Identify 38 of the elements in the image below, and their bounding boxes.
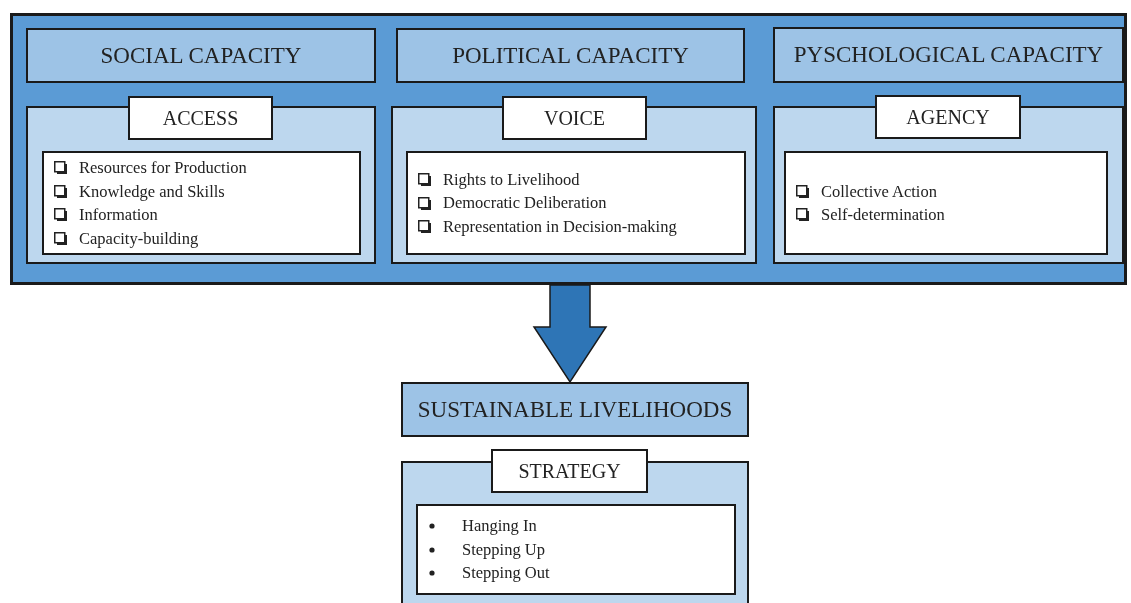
heading-text: POLITICAL CAPACITY: [452, 42, 689, 69]
section-panel: [773, 106, 1124, 264]
tab-label: VOICE: [543, 106, 606, 130]
label-tab: [875, 95, 1021, 139]
block-arrow: [532, 284, 608, 384]
list-box: [42, 151, 361, 255]
tab-label: ACCESS: [162, 106, 239, 130]
list-item: Stepping Out: [462, 562, 550, 585]
list-item: Hanging In: [462, 515, 537, 538]
list-item: Rights to Livelihood: [443, 168, 580, 191]
tab-label: STRATEGY: [518, 459, 621, 483]
list-item: Stepping Up: [462, 538, 545, 561]
section-panel: [391, 106, 757, 264]
heading-text: SOCIAL CAPACITY: [100, 42, 302, 69]
heading-text: SUSTAINABLE LIVELIHOODS: [417, 396, 733, 423]
list-box: [416, 504, 736, 595]
label-tab: [502, 96, 647, 140]
list-item: Democratic Deliberation: [443, 192, 607, 215]
tab-label: AGENCY: [906, 105, 990, 129]
label-tab: [491, 449, 648, 493]
list-item: Self-determination: [821, 204, 945, 226]
heading-box: [396, 28, 745, 83]
list-item: Resources for Production: [79, 157, 247, 179]
label-tab: [128, 96, 273, 140]
list-item: Information: [79, 204, 158, 226]
list-item: Knowledge and Skills: [79, 180, 225, 203]
outer-panel: [10, 13, 1127, 285]
section-panel: [26, 106, 376, 264]
heading-text: PYSCHOLOGICAL CAPACITY: [793, 42, 1104, 68]
list-item: Collective Action: [821, 180, 937, 203]
heading-box: [26, 28, 376, 83]
list-item: Representation in Decision-making: [443, 215, 677, 238]
section-panel: [401, 461, 749, 603]
heading-box: [773, 27, 1124, 83]
heading-box: [401, 382, 749, 437]
list-box: [406, 151, 746, 255]
list-box: [784, 151, 1108, 255]
list-item: Capacity-building: [79, 227, 199, 250]
